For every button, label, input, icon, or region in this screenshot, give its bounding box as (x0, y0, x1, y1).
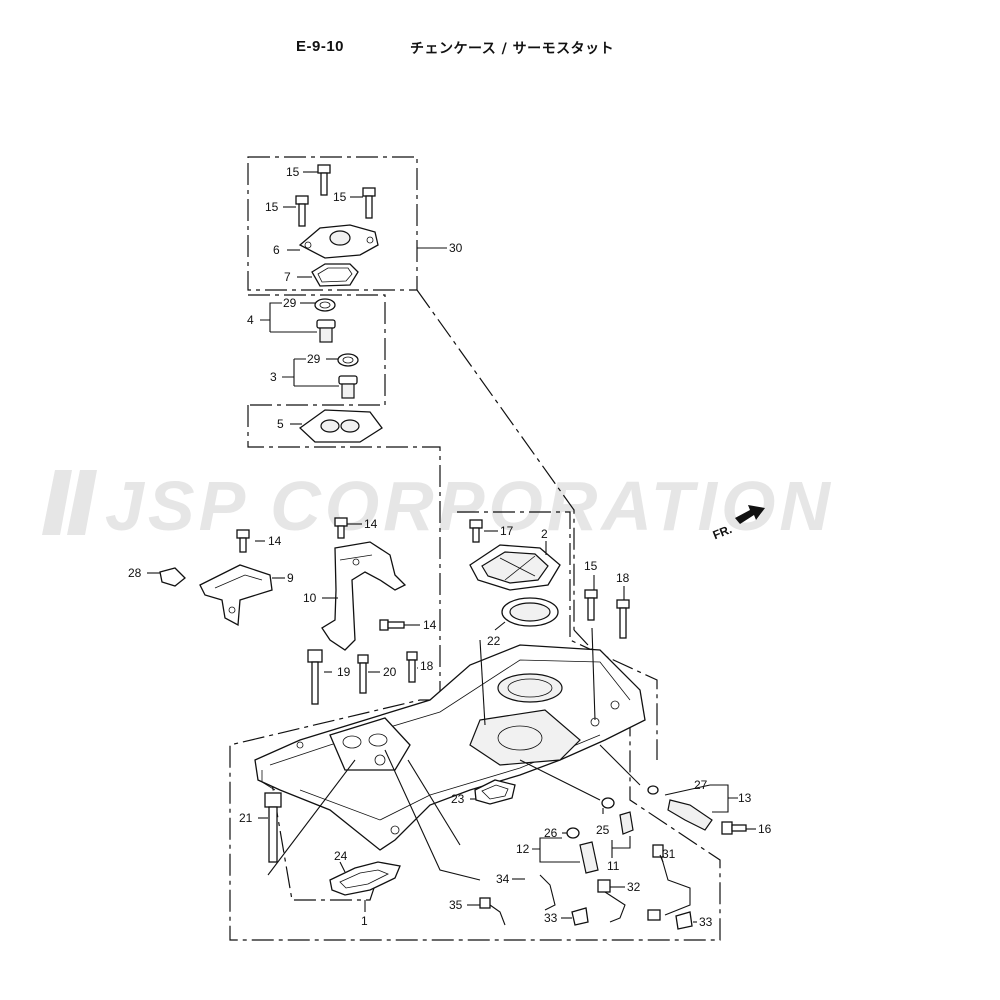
callout-27: 27 (694, 778, 708, 792)
callout-11: 11 (607, 859, 620, 873)
callout-25: 25 (596, 823, 610, 837)
thermostats-3-4 (314, 298, 359, 399)
callout-1: 1 (361, 914, 368, 928)
thermostat-cover-6 (298, 224, 379, 287)
callout-20: 20 (383, 665, 397, 679)
direction-label: FR. (711, 522, 734, 542)
callout-26: 26 (544, 826, 558, 840)
callout-24: 24 (334, 849, 348, 863)
callout-30: 30 (449, 241, 463, 255)
callout-10: 10 (303, 591, 317, 605)
callout-31: 31 (662, 847, 676, 861)
callout-18: 18 (616, 571, 630, 585)
harnesses (479, 844, 693, 930)
callout-21: 21 (239, 811, 253, 825)
callout-labels: 15 15 15 6 7 30 29 4 29 3 5 14 14 14 9 2… (128, 165, 772, 929)
bolts-18 (406, 599, 630, 683)
callout-9: 9 (287, 571, 294, 585)
callout-14: 14 (364, 517, 378, 531)
callout-14: 14 (423, 618, 437, 632)
callout-14: 14 (268, 534, 282, 548)
callout-7: 7 (284, 270, 291, 284)
bracket-10 (321, 541, 407, 651)
callout-12: 12 (516, 842, 530, 856)
gaskets-23-24 (329, 779, 516, 896)
watermark-text: JSP CORPORATION (105, 467, 834, 545)
callout-15: 15 (265, 200, 279, 214)
callout-34: 34 (496, 872, 510, 886)
diagram-title: チェンケース / サーモスタット (410, 41, 615, 57)
callout-17: 17 (500, 524, 514, 538)
callout-15: 15 (333, 190, 347, 204)
bolts-14 (236, 517, 405, 631)
callout-5: 5 (277, 417, 284, 431)
bolts-15 (295, 164, 598, 621)
group-frames (229, 156, 721, 941)
callout-15: 15 (286, 165, 300, 179)
leader-lines (147, 171, 756, 923)
callout-22: 22 (487, 634, 501, 648)
diagram-code: E-9-10 (296, 38, 345, 55)
callout-32: 32 (627, 880, 641, 894)
front-direction-marker: FR. (711, 505, 765, 542)
bolts-19-20-21 (264, 649, 369, 863)
callout-2: 2 (541, 527, 548, 541)
callout-15: 15 (584, 559, 598, 573)
gasket-5 (298, 409, 383, 443)
sensor-13 (647, 785, 747, 835)
cover-2 (469, 519, 561, 591)
callout-28: 28 (128, 566, 142, 580)
callout-18: 18 (420, 659, 434, 673)
callout-3: 3 (270, 370, 277, 384)
callout-16: 16 (758, 822, 772, 836)
callout-35: 35 (449, 898, 463, 912)
callout-29: 29 (283, 296, 297, 310)
callout-6: 6 (273, 243, 280, 257)
callout-4: 4 (247, 313, 254, 327)
callout-19: 19 (337, 665, 351, 679)
bracket-9 (159, 564, 273, 627)
callout-33: 33 (699, 915, 713, 929)
oil-seal-22 (501, 597, 559, 627)
callout-23: 23 (451, 792, 465, 806)
watermark: JSP CORPORATION (42, 467, 834, 545)
chain-case-1 (254, 644, 646, 851)
callout-29: 29 (307, 352, 321, 366)
callout-33: 33 (544, 911, 558, 925)
sensors (566, 797, 634, 874)
callout-13: 13 (738, 791, 752, 805)
